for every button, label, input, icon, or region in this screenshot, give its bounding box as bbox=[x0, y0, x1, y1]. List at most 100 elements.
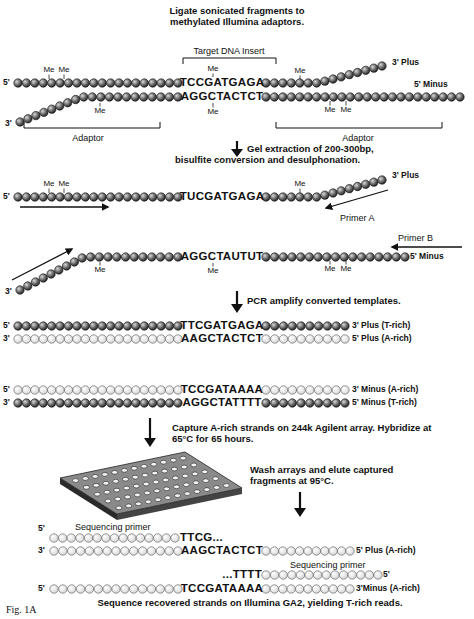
dna-bead bbox=[392, 253, 400, 261]
dna-bead bbox=[113, 253, 121, 261]
array-spot bbox=[115, 497, 121, 501]
dna-bead bbox=[365, 571, 373, 579]
dna-bead bbox=[401, 253, 409, 261]
dna-bead bbox=[147, 585, 155, 593]
dna-bead bbox=[287, 547, 295, 555]
dna-bead bbox=[270, 571, 278, 579]
dna-bead bbox=[312, 547, 320, 555]
methyl-mark: Me bbox=[94, 106, 105, 115]
strand-end-label: 5' Minus bbox=[414, 80, 448, 90]
dna-bead bbox=[279, 79, 287, 87]
dna-bead bbox=[306, 399, 314, 407]
dna-bead bbox=[16, 118, 24, 126]
dna-bead bbox=[323, 386, 331, 394]
sequence-text: TTCG... bbox=[180, 531, 223, 544]
dna-bead bbox=[287, 79, 295, 87]
strand-end-label: 3' bbox=[38, 546, 45, 556]
dna-bead bbox=[112, 585, 120, 593]
dna-bead bbox=[31, 322, 39, 330]
methyl-tick bbox=[346, 101, 347, 106]
adaptor-bracket bbox=[276, 122, 442, 128]
dna-bead bbox=[106, 335, 114, 343]
array-spot bbox=[165, 496, 171, 500]
dna-bead bbox=[332, 322, 340, 330]
dna-bead bbox=[85, 585, 93, 593]
dna-bead bbox=[90, 386, 98, 394]
dna-bead bbox=[323, 322, 331, 330]
dna-bead bbox=[304, 79, 312, 87]
dna-bead bbox=[40, 108, 48, 116]
strand-end-label: 3' bbox=[3, 398, 10, 408]
dna-bead bbox=[48, 105, 56, 113]
strand-end-label: 3' Plus bbox=[392, 58, 419, 68]
dna-bead bbox=[287, 193, 295, 201]
dna-bead bbox=[63, 99, 71, 107]
dna-bead bbox=[47, 386, 55, 394]
dna-bead bbox=[262, 547, 270, 555]
dna-bead bbox=[121, 547, 129, 555]
dna-bead bbox=[378, 176, 386, 184]
dna-bead bbox=[322, 571, 330, 579]
strand-end-label: 5' bbox=[3, 192, 10, 202]
dna-bead bbox=[50, 534, 58, 542]
dna-bead bbox=[374, 571, 382, 579]
sequence-text: TCCGATGAGA bbox=[180, 76, 265, 89]
dna-bead bbox=[81, 335, 89, 343]
dna-bead bbox=[85, 547, 93, 555]
dna-bead bbox=[341, 335, 349, 343]
dna-bead bbox=[104, 253, 112, 261]
dna-bead bbox=[71, 95, 79, 103]
dna-bead bbox=[93, 534, 101, 542]
dna-bead bbox=[157, 399, 165, 407]
dna-bead bbox=[156, 547, 164, 555]
dna-bead bbox=[130, 585, 138, 593]
dna-bead bbox=[31, 79, 39, 87]
array-spot bbox=[142, 473, 148, 477]
dna-bead bbox=[103, 585, 111, 593]
dna-bead bbox=[279, 322, 287, 330]
dna-bead bbox=[341, 399, 349, 407]
dna-bead bbox=[371, 93, 379, 101]
dna-bead bbox=[312, 193, 320, 201]
dna-bead bbox=[340, 253, 348, 261]
dna-bead bbox=[149, 399, 157, 407]
dna-bead bbox=[165, 93, 173, 101]
dna-bead bbox=[140, 335, 148, 343]
dna-bead bbox=[73, 335, 81, 343]
dna-bead bbox=[397, 93, 405, 101]
dna-bead bbox=[14, 193, 22, 201]
dna-bead bbox=[149, 335, 157, 343]
dna-bead bbox=[121, 253, 129, 261]
dna-bead bbox=[321, 77, 329, 85]
dna-bead bbox=[363, 93, 371, 101]
dna-bead bbox=[64, 386, 72, 394]
dna-bead bbox=[47, 270, 55, 278]
array-spot bbox=[171, 467, 177, 471]
dna-bead bbox=[165, 322, 173, 330]
dna-bead bbox=[388, 93, 396, 101]
dna-bead bbox=[140, 386, 148, 394]
array-spot bbox=[194, 490, 200, 494]
dna-bead bbox=[456, 93, 464, 101]
dna-bead bbox=[56, 335, 64, 343]
array-spot bbox=[214, 486, 220, 490]
sequence-text: TTCGATGAGA bbox=[180, 319, 263, 332]
dna-bead bbox=[171, 534, 179, 542]
dna-bead bbox=[98, 335, 106, 343]
dna-bead bbox=[157, 193, 165, 201]
dna-bead bbox=[288, 322, 296, 330]
dna-bead bbox=[353, 68, 361, 76]
dna-bead bbox=[165, 386, 173, 394]
dna-bead bbox=[132, 322, 140, 330]
array-spot bbox=[144, 491, 150, 495]
array-spot bbox=[83, 485, 89, 489]
dna-bead bbox=[366, 253, 374, 261]
array-spot bbox=[151, 462, 157, 466]
part-label: Adaptor bbox=[342, 133, 374, 143]
methyl-mark: Me bbox=[340, 264, 351, 273]
dna-bead bbox=[297, 399, 305, 407]
step-caption: Sequence recovered strands on Illumina G… bbox=[97, 598, 402, 609]
array-spot bbox=[94, 492, 100, 496]
dna-bead bbox=[115, 79, 123, 87]
dna-bead bbox=[131, 93, 139, 101]
